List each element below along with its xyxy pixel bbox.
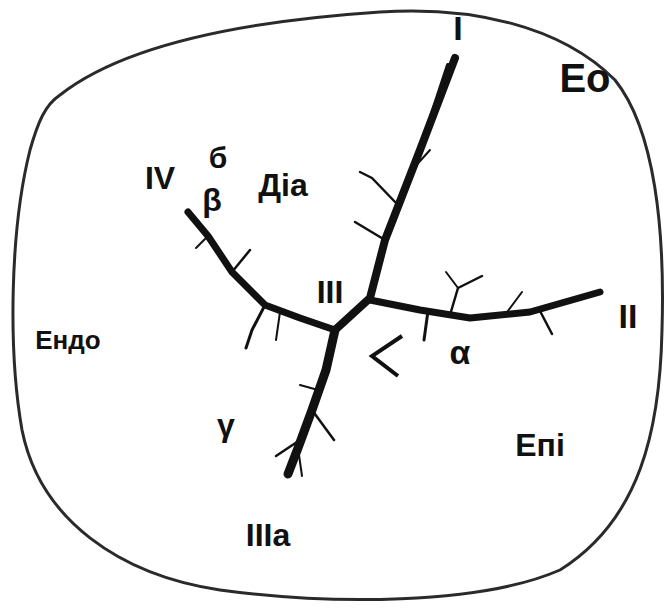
section-outline [13, 11, 663, 600]
part-label: Ендо [35, 327, 100, 353]
part-label: β [202, 184, 222, 216]
part-label: б [209, 143, 228, 173]
part-label: Діа [258, 169, 307, 201]
part-label: IIIa [246, 519, 290, 551]
part-label: Епі [515, 429, 565, 461]
chevron-symbol [372, 336, 402, 376]
part-label: III [317, 276, 344, 308]
branch-lines [188, 58, 600, 476]
part-label: II [619, 299, 638, 333]
part-label: Ео [559, 58, 610, 98]
part-label: I [453, 11, 462, 45]
part-label: α [450, 335, 471, 369]
part-label: IV [145, 162, 175, 194]
part-label: γ [217, 409, 235, 441]
